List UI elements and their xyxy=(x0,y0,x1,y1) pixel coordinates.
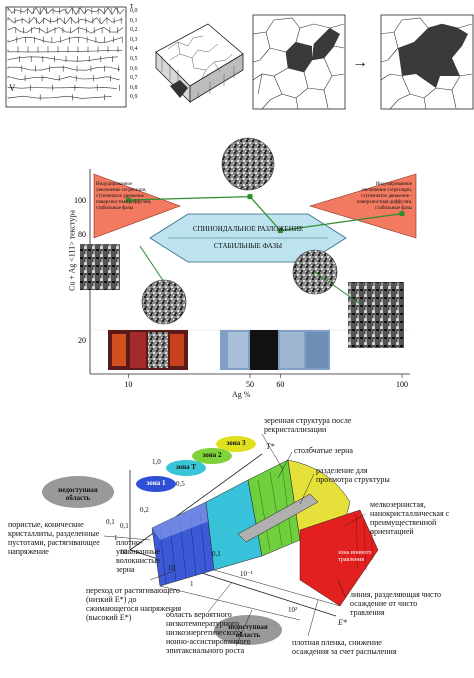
structure-zone-diagram: зона 3 зона 2 зона T зона 1 недоступная обл… xyxy=(0,410,474,678)
grain-strip-row xyxy=(7,86,117,89)
y-tick-label: 80 xyxy=(78,230,86,239)
grain-strip-row xyxy=(7,6,125,16)
grain-map-grown xyxy=(380,14,474,110)
inaccessible-bottom-label: недоступная область xyxy=(228,623,268,639)
zone-label: зона 3 xyxy=(226,439,246,447)
t-axis xyxy=(129,453,263,551)
grain-strip-row xyxy=(7,66,121,71)
series-point xyxy=(125,197,131,203)
micrograph-left-low xyxy=(141,279,187,325)
tau-tick: 0,9 xyxy=(130,94,138,101)
left-triangle-text: Индуцированное увеличение сегрегации, ст… xyxy=(96,182,152,211)
axis-left-tick-1: 1 xyxy=(114,534,118,542)
zone-label: зона 1 xyxy=(146,479,166,487)
micrograph-left-sq xyxy=(80,244,120,290)
annot-packed-fibers: плотно-упакованные волокнистые зерна xyxy=(116,538,161,574)
right-triangle-text: Индуцированное увеличение сегрегации, ст… xyxy=(356,182,412,211)
y-tick-label: 100 xyxy=(74,196,86,205)
annot-porous: пористые, конические кристаллиты, раздел… xyxy=(8,520,100,556)
tau-tick: 0,8 xyxy=(130,84,138,91)
tau-tick: 0,6 xyxy=(130,65,138,72)
row-marker: V xyxy=(9,83,16,93)
left-triangle xyxy=(93,173,181,239)
micrograph-top xyxy=(221,137,275,191)
zone-ellipse xyxy=(166,460,206,476)
inaccessible-top-ellipse xyxy=(42,476,114,508)
annot-dense-film: плотная пленка, снижение осаждения за сч… xyxy=(292,638,397,656)
e-tick-2: 10⁻¹ xyxy=(240,570,253,578)
series-point xyxy=(277,228,283,234)
chart-ylabel: Cu + Ag <111> текстура xyxy=(67,210,77,291)
inaccessible-top-label: недоступная область xyxy=(58,486,98,502)
zone-ellipse xyxy=(136,476,176,492)
grain-strip-row xyxy=(7,95,112,99)
grain-strip-row xyxy=(7,26,124,34)
t-tick-0: 1,0 xyxy=(152,458,161,466)
tau-tick: 0,4 xyxy=(130,46,138,53)
grain-strip-row xyxy=(7,76,120,81)
zone-ellipse xyxy=(216,436,256,452)
zone-label: зона 2 xyxy=(202,451,222,459)
zone-label: зона T xyxy=(175,463,197,471)
tau-tick: 0,5 xyxy=(130,56,138,62)
right-triangle xyxy=(308,173,417,239)
grain-evolution-panel xyxy=(5,6,127,108)
x-tick-label: 60 xyxy=(276,380,284,389)
tau-tick: 0,0 xyxy=(130,8,138,14)
y-tick-label: 20 xyxy=(78,336,86,345)
top-panel-row: τ 0,0 0,1 0,2 0,3 0,4 0,5 0,6 0,7 0,8 0,9 V → xyxy=(0,0,474,115)
x-tick-label: 100 xyxy=(396,380,408,389)
series-point xyxy=(399,211,405,217)
tau-tick: 0,2 xyxy=(130,27,138,34)
annot-etch-line: линия, разделяющая чисто осаждение от чи… xyxy=(350,590,441,617)
tau-tick: 0,1 xyxy=(130,17,138,24)
axis-left-tick-2: 10 xyxy=(120,548,127,556)
t-tick-1: 0,5 xyxy=(176,480,185,488)
texture-series-line xyxy=(128,195,403,232)
grain-strip-row xyxy=(7,56,119,62)
e-star-label: E* xyxy=(338,618,347,627)
annot-epitaxial: область вероятного низкотемпературного н… xyxy=(166,610,251,655)
tau-tick: 0,3 xyxy=(130,36,138,43)
series-point xyxy=(247,194,253,200)
e-tick-1: 1 xyxy=(190,580,194,588)
annot-section: разделение для просмотра структуры xyxy=(316,466,390,484)
x-tick-label: 50 xyxy=(246,380,254,389)
micrograph-right-sq xyxy=(348,282,404,348)
annot-transition: переход от растягивающего (низкий E*) до… xyxy=(86,586,182,622)
e-tick-0: 10 xyxy=(168,564,175,572)
t-tick-3: 0,1 xyxy=(120,522,129,530)
zone-diagram-svg xyxy=(42,433,379,647)
hexagon-bottom-text: СТАБИЛЬНЫЕ ФАЗЫ xyxy=(213,242,283,250)
e-tick-4: 0,1 xyxy=(212,550,221,558)
grain-block-3d xyxy=(155,23,244,103)
zone-ellipse xyxy=(192,448,232,464)
annot-recrystallized: зеренная структура после рекристаллизаци… xyxy=(264,416,352,434)
grain-map-initial xyxy=(252,14,346,110)
t-tick-2: 0,2 xyxy=(140,506,149,514)
t-star-label: T* xyxy=(266,442,275,451)
annot-ion-etch: зона ионного травления xyxy=(338,550,372,563)
tau-tick: 0,7 xyxy=(130,75,138,82)
hexagon-top-text: СПИНОИДАЛЬНОЕ РАЗЛОЖЕНИЕ xyxy=(192,225,304,233)
chart-xlabel: Ag % xyxy=(232,390,251,399)
grain-strip-row xyxy=(7,49,123,53)
annot-fine-grain: мелкозернистая, нанокристаллическая с пр… xyxy=(370,500,450,536)
x-tick-label: 10 xyxy=(124,380,132,389)
texture-chart: 10 50 60 100 100 80 20 xyxy=(60,134,420,404)
transition-arrow: → xyxy=(352,54,368,71)
tau-label: τ xyxy=(130,1,134,10)
annot-columnar: столбчатые зерна xyxy=(294,446,353,455)
grain-strip-row xyxy=(7,16,123,25)
inaccessible-bottom-ellipse xyxy=(214,615,282,645)
grain-strip-row xyxy=(7,36,123,43)
texture-chart-svg: 10 50 60 100 100 80 20 xyxy=(74,137,417,389)
e-tick-3: 10² xyxy=(288,606,298,614)
axis-left-tick-0: 0,1 xyxy=(106,518,115,526)
